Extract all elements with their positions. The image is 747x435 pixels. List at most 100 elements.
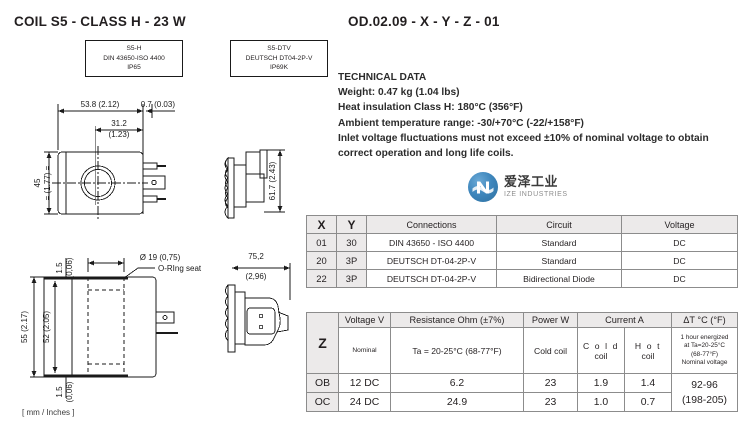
connector-box-din: S5-H DIN 43650-ISO 4400 IP65 xyxy=(85,40,183,77)
watermark-english-text: IZE INDUSTRIES xyxy=(504,191,568,198)
connector-protection: IP69K xyxy=(270,64,288,71)
subheader-delta-t-line2: at Ta=20-25°C xyxy=(684,342,725,350)
dim-front-offset: 0.7 (0.03) xyxy=(141,100,176,109)
page-title-coil: COIL S5 - CLASS H - 23 W xyxy=(14,14,186,29)
cell-y: 30 xyxy=(336,233,367,252)
table-row: 01 30 DIN 43650 - ISO 4400 Standard DC xyxy=(306,233,738,252)
connector-standard: DIN 43650-ISO 4400 xyxy=(103,54,165,62)
cell-connections: DIN 43650 - ISO 4400 xyxy=(366,233,497,252)
watermark-logo: 爱泽工业 IZE INDUSTRIES xyxy=(468,172,568,202)
subheader-delta-t-line3: (68-77°F) xyxy=(690,350,719,358)
table-row: OC 24 DC 24.9 23 1.0 0.7 xyxy=(306,392,738,412)
technical-data-block: TECHNICAL DATA Weight: 0.47 kg (1.04 lbs… xyxy=(338,70,738,161)
cell-circuit: Bidirectional Diode xyxy=(496,269,622,288)
subheader-current-hot-line2: coil xyxy=(641,350,655,361)
subheader-current-cold: C o l d coil xyxy=(577,327,625,374)
cell-delta-t: 92-96 (198-205) xyxy=(671,373,738,412)
cell-voltage: DC xyxy=(621,269,738,288)
dim-front-height: 45 xyxy=(33,178,42,187)
dim-gap-upper: 1.5 xyxy=(55,262,64,274)
cell-voltage: DC xyxy=(621,233,738,252)
table-row-header: X Y Connections Circuit Voltage xyxy=(306,215,738,234)
column-header-z: Z xyxy=(306,312,339,374)
subheader-resistance-ta: Ta = 20-25°C (68-77°F) xyxy=(390,327,524,374)
subheader-current-cold-line1: C o l d xyxy=(582,340,620,351)
dim-side-height: 61.7 (2.43) xyxy=(268,161,277,200)
label-oring-seat: O-RIng seat xyxy=(158,264,202,273)
technical-data-ambient-temperature: Ambient temperature range: -30/+70°C (-2… xyxy=(338,117,584,129)
technical-drawings: 53.8 (2.12) 0.7 (0.03) 31.2 (1.23) 45 = … xyxy=(20,100,291,402)
technical-data-heading: TECHNICAL DATA xyxy=(338,72,427,83)
units-note: [ mm / Inches ] xyxy=(22,408,75,417)
dim-height-total: 55 (2.17) xyxy=(20,311,29,343)
cell-current-cold: 1.0 xyxy=(577,392,625,412)
table-row-header-sub: Nominal Ta = 20-25°C (68-77°F) Cold coil… xyxy=(307,327,738,374)
cell-y: 3P xyxy=(336,251,367,270)
connector-name: S5-DTV xyxy=(267,45,291,52)
subheader-current-hot: H o t coil xyxy=(624,327,672,374)
cell-y: 3P xyxy=(336,269,367,288)
table-row: 22 3P DEUTSCH DT-04-2P-V Bidirectional D… xyxy=(306,269,738,288)
table-z-electrical: Z Voltage V Resistance Ohm (±7%) Power W… xyxy=(306,312,738,412)
cell-current-hot: 0.7 xyxy=(624,392,672,412)
dim-gap-lower: 1.5 xyxy=(55,386,64,398)
watermark-chinese-text: 爱泽工业 xyxy=(504,175,559,190)
column-header-voltage: Voltage V xyxy=(338,312,391,328)
dim-height-body: 52 (2.05) xyxy=(42,311,51,343)
dim-gap-lower-inch: (0,06) xyxy=(65,381,74,402)
column-header-y: Y xyxy=(336,215,367,234)
table-row: OB 12 DC 6.2 23 1.9 1.4 92-96 (198-205) xyxy=(306,373,738,412)
column-header-x: X xyxy=(306,215,337,234)
cell-voltage: 12 DC xyxy=(338,373,391,393)
subheader-delta-t: 1 hour energized at Ta=20-25°C (68-77°F)… xyxy=(671,327,738,374)
dim-dtv-width: 75,2 xyxy=(248,252,264,261)
cell-connections: DEUTSCH DT-04-2P-V xyxy=(366,269,497,288)
column-header-resistance: Resistance Ohm (±7%) xyxy=(390,312,524,328)
table-xy-variants: X Y Connections Circuit Voltage 01 30 DI… xyxy=(306,215,738,288)
technical-data-voltage-note: Inlet voltage fluctuations must not exce… xyxy=(338,132,709,160)
dim-front-height-inch: = (1.77) = xyxy=(43,165,52,200)
table-row-header-top: Z Voltage V Resistance Ohm (±7%) Power W… xyxy=(306,312,738,374)
connector-name: S5-H xyxy=(126,45,142,52)
technical-data-weight: Weight: 0.47 kg (1.04 lbs) xyxy=(338,87,460,99)
cell-circuit: Standard xyxy=(496,233,622,252)
cell-delta-t-line1: 92-96 xyxy=(691,379,718,391)
subheader-current-cold-line2: coil xyxy=(594,350,608,361)
cell-current-hot: 1.4 xyxy=(624,373,672,393)
dim-bore-center: 31.2 xyxy=(111,119,127,128)
cell-resistance: 24.9 xyxy=(390,392,524,412)
column-header-delta-t: ΔT °C (°F) xyxy=(671,312,738,328)
page-title-order-code: OD.02.09 - X - Y - Z - 01 xyxy=(348,14,500,29)
dim-front-width: 53.8 (2.12) xyxy=(81,100,120,109)
column-header-connections: Connections xyxy=(366,215,497,234)
cell-delta-t-line2: (198-205) xyxy=(681,394,728,406)
connector-protection: IP65 xyxy=(127,64,141,71)
table-row: 20 3P DEUTSCH DT-04-2P-V Standard DC xyxy=(306,251,738,270)
cell-voltage: 24 DC xyxy=(338,392,391,412)
dim-bore-center-inch: (1.23) xyxy=(109,130,130,139)
subheader-power-coldcoil: Cold coil xyxy=(523,327,578,374)
cell-power: 23 xyxy=(523,373,578,393)
column-header-current: Current A xyxy=(577,312,672,328)
dim-bore-diameter: Ø 19 (0,75) xyxy=(140,253,181,262)
dim-gap-upper-inch: (0,06) xyxy=(65,257,74,278)
subheader-voltage-nominal: Nominal xyxy=(338,327,391,374)
cell-z: OC xyxy=(306,392,339,412)
column-header-circuit: Circuit xyxy=(496,215,622,234)
column-header-power: Power W xyxy=(523,312,578,328)
ize-logo-icon xyxy=(468,172,498,202)
cell-power: 23 xyxy=(523,392,578,412)
subheader-current-hot-line1: H o t xyxy=(634,340,662,351)
dim-dtv-width-inch: (2,96) xyxy=(246,272,267,281)
cell-x: 01 xyxy=(306,233,337,252)
connector-box-deutsch: S5-DTV DEUTSCH DT04-2P-V IP69K xyxy=(230,40,328,77)
cell-x: 22 xyxy=(306,269,337,288)
column-header-voltage: Voltage xyxy=(621,215,738,234)
cell-voltage: DC xyxy=(621,251,738,270)
cell-resistance: 6.2 xyxy=(390,373,524,393)
subheader-delta-t-line4: Nominal voltage xyxy=(681,358,728,366)
cell-circuit: Standard xyxy=(496,251,622,270)
subheader-delta-t-line1: 1 hour energized xyxy=(680,333,729,341)
cell-z: OB xyxy=(306,373,339,393)
connector-standard: DEUTSCH DT04-2P-V xyxy=(245,54,313,62)
